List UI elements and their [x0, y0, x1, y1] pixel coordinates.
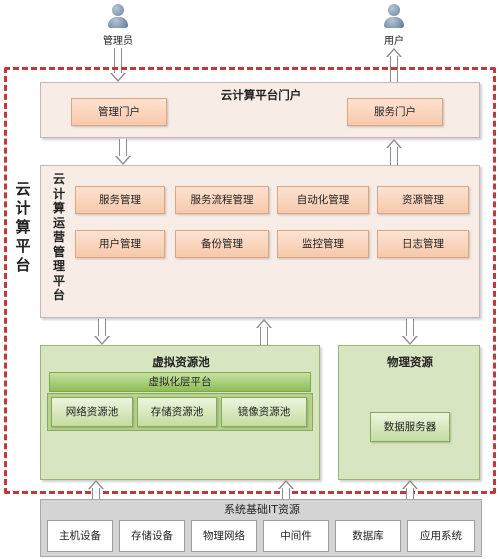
- physical-panel: 物理资源 数据服务器: [338, 345, 480, 480]
- portal-panel: 云计算平台门户 管理门户 服务门户: [40, 82, 480, 138]
- admin-user: 管理员: [88, 4, 148, 47]
- admin-down-arrow: [110, 48, 126, 82]
- virtual-pool-title: 虚拟资源池: [152, 355, 210, 369]
- image-pool-box: 镜像资源池: [221, 397, 307, 427]
- operations-title: 云计算运营管理平台: [52, 172, 65, 302]
- virtual-to-ops-arrow: [256, 319, 272, 345]
- middleware-box: 中间件: [263, 520, 329, 552]
- physical-title: 物理资源: [387, 355, 433, 369]
- user-mgmt-box: 用户管理: [75, 230, 165, 258]
- log-mgmt-box: 日志管理: [377, 230, 469, 258]
- portal-title: 云计算平台门户: [220, 88, 302, 102]
- service-portal-box: 服务门户: [347, 98, 443, 126]
- application-system-box: 应用系统: [407, 520, 475, 552]
- infra-panel: 系统基础IT资源 主机设备 存储设备 物理网络 中间件 数据库 应用系统: [40, 499, 482, 557]
- data-server-box: 数据服务器: [370, 412, 450, 442]
- automation-mgmt-box: 自动化管理: [277, 186, 369, 214]
- backup-mgmt-box: 备份管理: [175, 230, 269, 258]
- database-box: 数据库: [335, 520, 401, 552]
- storage-device-box: 存储设备: [119, 520, 185, 552]
- admin-portal-box: 管理门户: [71, 98, 167, 126]
- user-icon: [388, 4, 400, 16]
- ops-to-portal-arrow: [386, 139, 402, 165]
- ops-to-physical-arrow: [402, 319, 418, 345]
- user-label: 用户: [384, 36, 404, 47]
- storage-pool-box: 存储资源池: [137, 397, 217, 427]
- operations-panel: 云计算运营管理平台 服务管理 服务流程管理 自动化管理 资源管理 用户管理 备份…: [40, 165, 480, 318]
- virtualization-layer-bar: 虚拟化层平台: [49, 372, 311, 392]
- admin-label: 管理员: [103, 36, 133, 47]
- end-user: 用户: [364, 4, 424, 47]
- resource-mgmt-box: 资源管理: [377, 186, 469, 214]
- ops-to-virtual-arrow-1: [94, 319, 110, 345]
- virtual-pool-panel: 虚拟资源池 虚拟化层平台 网络资源池 存储资源池 镜像资源池: [40, 345, 320, 480]
- host-device-box: 主机设备: [47, 520, 113, 552]
- admin-user-icon: [112, 4, 124, 16]
- infra-up-arrow-1: [88, 480, 104, 502]
- infra-up-arrow-3: [402, 480, 418, 502]
- cloud-platform-label: 云计算平台: [15, 180, 31, 274]
- service-mgmt-box: 服务管理: [75, 186, 165, 214]
- physical-network-box: 物理网络: [191, 520, 257, 552]
- infra-title: 系统基础IT资源: [224, 503, 300, 516]
- monitor-mgmt-box: 监控管理: [277, 230, 369, 258]
- infra-up-arrow-2: [278, 480, 294, 502]
- service-flow-mgmt-box: 服务流程管理: [175, 186, 269, 214]
- cloud-platform-frame: [4, 67, 496, 494]
- network-pool-box: 网络资源池: [51, 397, 133, 427]
- portal-to-ops-arrow: [115, 139, 131, 165]
